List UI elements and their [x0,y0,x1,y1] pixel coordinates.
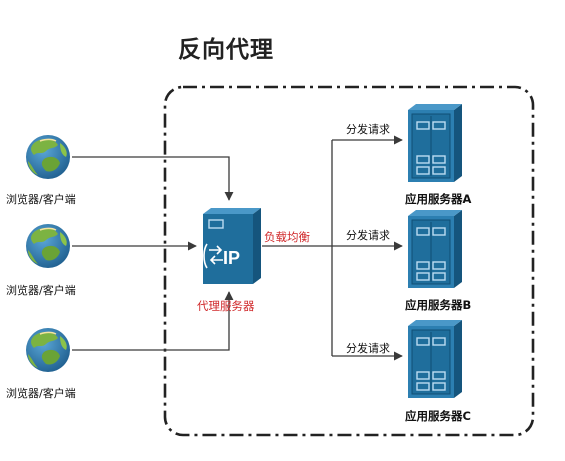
server-label: 应用服务器C [405,409,471,423]
proxy-server-label: 代理服务器 [197,299,255,313]
client-label: 浏览器/客户端 [6,387,76,400]
client-label: 浏览器/客户端 [6,284,76,297]
forward-request-label: 分发请求 [346,342,390,355]
proxy-server-icon: IP [203,208,261,284]
server-label: 应用服务器A [405,192,472,206]
forward-request-label: 分发请求 [346,123,390,136]
forward-request-label: 分发请求 [346,229,390,242]
globe-icon [25,223,71,269]
globe-icon [25,327,71,373]
client-1-to-proxy-line [72,156,234,201]
server-rack-icon [407,209,463,289]
page-title: 反向代理 [178,37,274,63]
proxy-region-frame [163,85,535,437]
server-rack-icon [407,319,463,399]
server-label: 应用服务器B [405,298,472,312]
load-balance-label: 负载均衡 [264,230,310,244]
globe-icon [25,134,71,180]
client-label: 浏览器/客户端 [6,193,76,206]
client-3-to-proxy-line [72,291,234,351]
proxy-icon-ip-text: IP [223,248,240,268]
server-rack-icon [407,103,463,183]
